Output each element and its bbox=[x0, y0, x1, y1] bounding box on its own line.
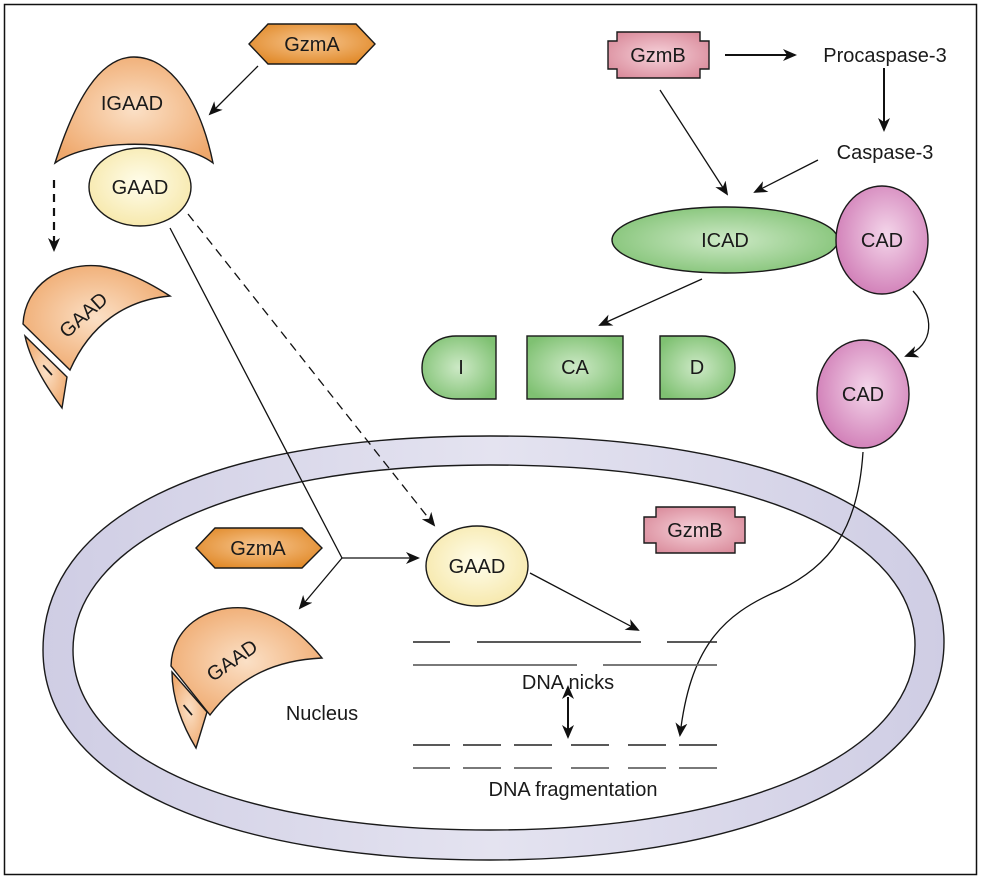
arrow-caspase3-to-icad bbox=[753, 159, 819, 193]
gzma-top-node: GzmA bbox=[248, 23, 376, 65]
arrow-branch-to-cleaved-gaad bbox=[298, 557, 343, 610]
cad-bound-node: CAD bbox=[835, 185, 929, 295]
nucleus-label: Nucleus bbox=[286, 703, 358, 725]
arrow-icad-to-fragments bbox=[598, 278, 703, 326]
igaad-label: IGAAD bbox=[101, 93, 163, 115]
cleaved-gaad-top: GAAD I bbox=[22, 264, 173, 410]
icad-node: ICAD bbox=[611, 206, 839, 274]
procaspase3-label: Procaspase-3 bbox=[823, 45, 946, 67]
gzma-top-label: GzmA bbox=[284, 34, 340, 56]
gaad-top-label: GAAD bbox=[112, 177, 169, 199]
icad-label: ICAD bbox=[701, 230, 749, 252]
gzma-nucleus-label: GzmA bbox=[230, 538, 286, 560]
nucleus-envelope bbox=[42, 435, 945, 861]
icad-fragment-i: I bbox=[421, 335, 497, 400]
arrow-gaad-to-dna-nicks bbox=[529, 572, 640, 631]
gaad-nucleus-label: GAAD bbox=[449, 556, 506, 578]
dna-fragmentation-label: DNA fragmentation bbox=[489, 779, 658, 801]
arrow-gzma-to-igaad bbox=[208, 65, 259, 116]
arrow-cad-to-dna-fragmentation bbox=[675, 451, 864, 737]
dna-fragmentation-strands bbox=[413, 744, 717, 769]
dna-nicks-label: DNA nicks bbox=[522, 672, 614, 694]
icad-fragment-ca: CA bbox=[526, 335, 624, 400]
gzmb-nucleus-node: GzmB bbox=[643, 506, 746, 554]
arrow-gzmb-to-icad bbox=[659, 89, 729, 196]
gaad-top-node: GAAD bbox=[88, 147, 192, 227]
cad-free-label: CAD bbox=[842, 384, 884, 406]
gzmb-top-label: GzmB bbox=[630, 45, 686, 67]
arrow-cad-release bbox=[904, 290, 930, 358]
icad-fragment-ca-label: CA bbox=[561, 357, 589, 379]
gzma-nucleus-node: GzmA bbox=[195, 527, 323, 569]
cad-bound-label: CAD bbox=[861, 230, 903, 252]
gzmb-top-node: GzmB bbox=[607, 31, 710, 79]
caspase3-label: Caspase-3 bbox=[837, 142, 934, 164]
icad-fragment-i-label: I bbox=[458, 357, 464, 379]
igaad-node: IGAAD bbox=[53, 56, 215, 165]
cleaved-gaad-nucleus: GAAD I bbox=[170, 607, 324, 750]
line-gaad-to-branch bbox=[169, 227, 343, 559]
gzmb-nucleus-label: GzmB bbox=[667, 520, 723, 542]
cad-free-node: CAD bbox=[816, 339, 910, 449]
icad-fragment-d-label: D bbox=[690, 357, 704, 379]
dna-nicks-strands bbox=[413, 641, 717, 666]
icad-fragment-d: D bbox=[659, 335, 736, 400]
gaad-nucleus-node: GAAD bbox=[425, 525, 529, 607]
arrow-gaad-to-nucleus-dashed bbox=[187, 213, 436, 527]
